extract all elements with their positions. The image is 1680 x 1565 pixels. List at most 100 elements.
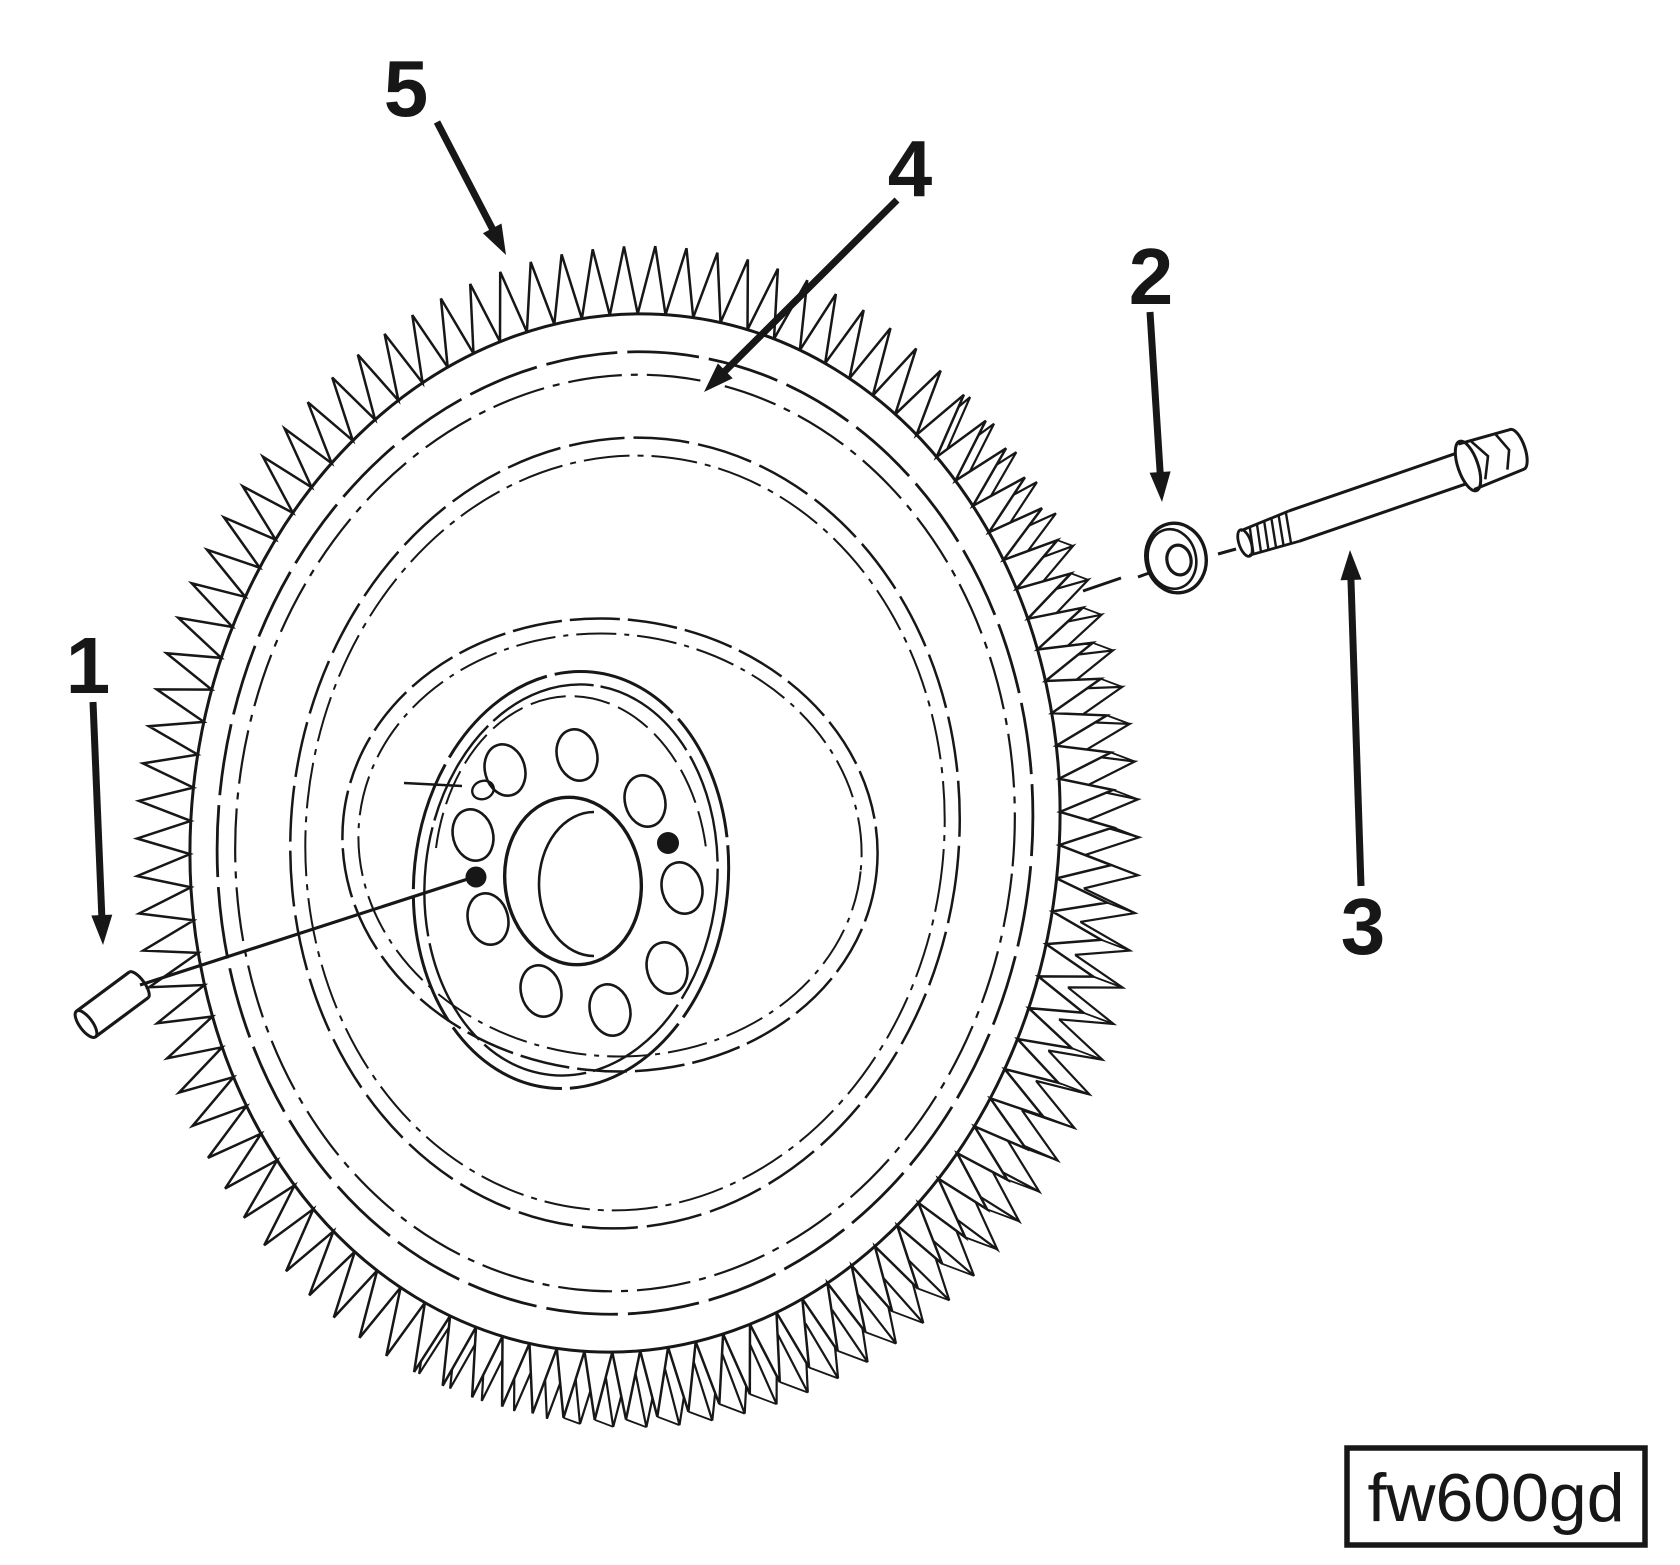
washer xyxy=(1144,521,1208,595)
callout-3: 3 xyxy=(1340,550,1385,971)
flywheel xyxy=(132,245,1143,1429)
callout-number-2: 2 xyxy=(1129,232,1174,321)
callout-number-4: 4 xyxy=(888,124,933,213)
figure-code-border xyxy=(1344,1445,1648,1548)
dowel-hole-left xyxy=(465,866,487,888)
callout-1: 1 xyxy=(66,621,113,945)
dowel-pin-bottom-edge xyxy=(94,996,150,1039)
gear-tooth-depth-line xyxy=(941,1262,975,1277)
axis-dash-3 xyxy=(1217,547,1237,556)
gear-tooth-depth-line xyxy=(1106,714,1130,725)
axis-dash-1 xyxy=(1082,576,1122,593)
bolt-thread-4 xyxy=(1270,518,1278,548)
callout-number-1: 1 xyxy=(66,621,111,710)
gear-tooth-depth-line xyxy=(1025,1147,1059,1162)
gear-tooth-depth-line xyxy=(779,1381,809,1394)
callout-arrow-shaft xyxy=(717,197,900,379)
keyhole-notch xyxy=(471,779,495,801)
gear-tooth-depth-line xyxy=(808,1366,839,1380)
gear-tooth-depth-line xyxy=(964,1236,998,1251)
gear-tooth-depth-line xyxy=(1092,641,1114,652)
hub-rim-outer xyxy=(411,669,731,1091)
washer-face-edge xyxy=(1146,527,1198,591)
bolt-hex-facet-line-2 xyxy=(1494,432,1511,470)
face-outer-edge xyxy=(215,350,1035,1316)
gear-tooth-depth-line xyxy=(865,1331,897,1345)
callout-2: 2 xyxy=(1129,232,1174,502)
callout-arrow-shaft xyxy=(89,701,106,924)
hub-bolt-hole-9 xyxy=(451,808,495,862)
flywheel-hub xyxy=(403,669,731,1091)
center-bore xyxy=(502,795,644,967)
hub-recess-arc xyxy=(435,695,707,849)
gear-tooth-depth-line xyxy=(718,1403,746,1415)
friction-surface-outer-inner-line xyxy=(304,454,946,1212)
callout-4: 4 xyxy=(704,124,933,392)
washer-hole xyxy=(1165,543,1193,577)
callouts: 1 2 3 4 5 xyxy=(66,44,1386,971)
figure-code-box: fw600gd xyxy=(1344,1445,1648,1548)
callout-arrowhead xyxy=(1340,550,1362,581)
gear-tooth-depth-line xyxy=(688,1410,713,1422)
gear-tooth-depth-line xyxy=(1070,572,1089,581)
dowel-pin-leader-line xyxy=(139,875,475,987)
figure-code-label: fw600gd xyxy=(1367,1460,1624,1536)
hub-rim-inner xyxy=(423,683,719,1077)
dowel-pin-top-edge xyxy=(75,970,131,1013)
dowel-pin-end-face xyxy=(73,1009,99,1039)
face-outer-edge-inner-line xyxy=(234,373,1016,1293)
dowel-pin-far-end xyxy=(128,970,151,999)
bolt-shank-top xyxy=(1288,452,1456,513)
mounting-bolt xyxy=(1236,427,1529,558)
dowel-hole-right xyxy=(657,832,679,854)
hub-bolt-hole-7 xyxy=(519,964,563,1018)
gear-tooth-depth-line xyxy=(625,1418,647,1429)
gear-tooth-depth-line xyxy=(1112,789,1139,801)
friction-surface-inner-inner-line xyxy=(357,632,863,1058)
gear-tooth-depth-line xyxy=(1071,1047,1103,1061)
callout-number-5: 5 xyxy=(384,44,429,133)
hub-bolt-hole-6 xyxy=(588,983,632,1037)
gear-tooth-depth-line xyxy=(986,1208,1020,1223)
hub-bolt-hole-3 xyxy=(623,774,667,828)
keyhole-pointer-line xyxy=(403,781,463,788)
gear-tooth-depth-line xyxy=(1100,677,1123,688)
gear-tooth-depth-line xyxy=(1083,1011,1114,1025)
gear-tooth-depth-line xyxy=(1106,901,1136,914)
gear-tooth-depth-line xyxy=(1057,1081,1090,1096)
bolt-hex-facet-line-1 xyxy=(1468,439,1490,480)
callout-arrow-shaft xyxy=(1146,311,1165,481)
callout-5: 5 xyxy=(384,44,506,255)
bolt-thread-3 xyxy=(1263,521,1270,551)
bolt-head-flange xyxy=(1453,439,1483,493)
friction-surface-inner-edge xyxy=(341,617,879,1073)
hub-bolt-hole-5 xyxy=(645,941,689,995)
gear-tooth-depth-line xyxy=(1110,864,1139,877)
gear-tooth-depth-line xyxy=(1100,938,1131,952)
bolt-thread-6 xyxy=(1284,512,1293,544)
hub-bolt-hole-4 xyxy=(660,861,704,915)
hub-bolt-hole-8 xyxy=(466,892,510,946)
gear-tooth-depth-line xyxy=(563,1416,581,1425)
bolt-hex-head-outline xyxy=(1457,427,1529,491)
gear-tooth-depth-line xyxy=(1112,826,1140,839)
dowel-pin xyxy=(73,875,475,1039)
center-bore-inner-edge xyxy=(537,810,595,958)
bolt-thread-5 xyxy=(1277,515,1285,546)
gear-tooth-depth-line xyxy=(1042,1115,1075,1129)
bolt-thread-1 xyxy=(1248,527,1255,555)
bolt-thread-cone-top xyxy=(1240,509,1290,532)
gear-tooth-depth-line xyxy=(1092,975,1124,989)
bolt-thread-2 xyxy=(1255,524,1263,553)
gear-tooth-depth-line xyxy=(1082,606,1102,616)
ring-gear-teeth xyxy=(132,245,1143,1429)
gear-tooth-depth-line xyxy=(594,1418,614,1428)
hub-bolt-hole-1 xyxy=(483,743,527,797)
bolt-shank-bottom xyxy=(1298,482,1467,543)
washer-outer-edge xyxy=(1144,521,1208,595)
flywheel-face-rings xyxy=(215,350,1035,1316)
ring-gear-root-circle xyxy=(188,312,1062,1354)
callout-arrowhead xyxy=(1149,471,1171,502)
